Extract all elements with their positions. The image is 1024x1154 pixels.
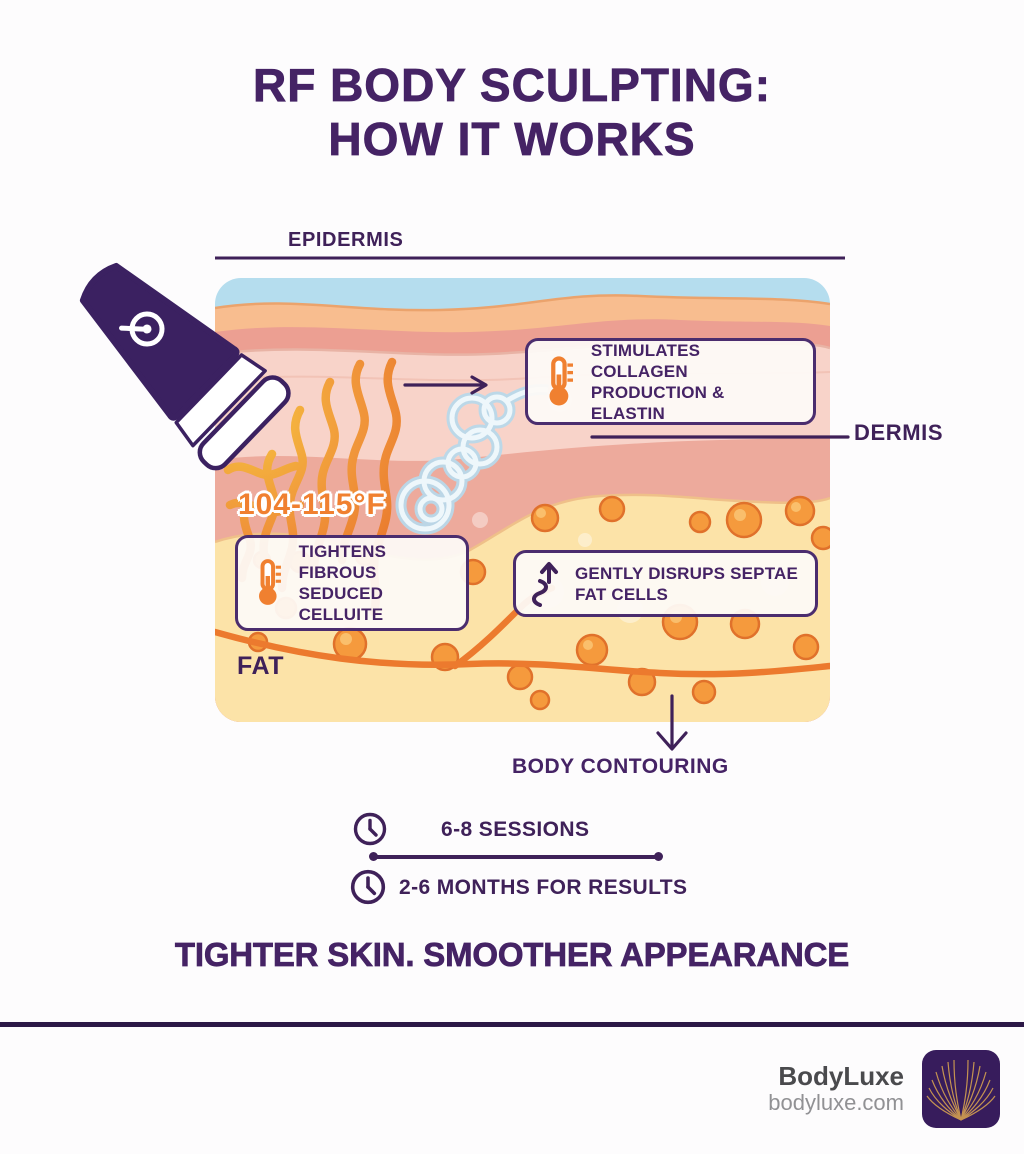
footer-divider [0, 1022, 1024, 1027]
fat-cell-highlights [340, 502, 801, 650]
wings-logo-icon [922, 1050, 1000, 1128]
callout-collagen-text: STIMULATES COLLAGEN PRODUCTION & ELASTIN [591, 340, 801, 424]
annotation-arrows [403, 375, 850, 751]
timeline-divider [369, 852, 663, 861]
temperature-label: 104-115°F [238, 488, 386, 521]
callout-collagen-line2: PRODUCTION & [590, 382, 725, 402]
callout-cellulite-line3: CELLUITE [298, 605, 384, 624]
callout-septae-line2: FAT CELLS [575, 584, 669, 604]
collagen-fibers [395, 384, 549, 535]
dermis-label: DERMIS [854, 420, 944, 445]
rf-device [79, 262, 291, 471]
thermometer-icon [549, 355, 574, 405]
clock-icon [350, 869, 386, 905]
brand-website: bodyluxe.com [768, 1090, 904, 1115]
wave-arrow-up-icon [532, 561, 558, 607]
callout-collagen: STIMULATES COLLAGEN PRODUCTION & ELASTIN [525, 338, 816, 425]
results-label: 2-6 MONTHS FOR RESULTS [399, 876, 688, 899]
tagline: TIGHTER SKIN. SMOOTHER APPEARANCE [174, 936, 850, 974]
title-line-1: RF BODY SCULPTING: [252, 59, 772, 112]
page-title: RF BODY SCULPTING: HOW IT WORKS [0, 58, 1024, 166]
skin-cross-section-illustration [79, 256, 850, 751]
callout-septae-line1: GENTLY DISRUPS SEPTAE [575, 563, 799, 583]
brand-block: BodyLuxe bodyluxe.com [768, 1062, 904, 1116]
sessions-label: 6-8 SESSIONS [441, 818, 590, 841]
power-icon [119, 311, 165, 347]
callout-septae: GENTLY DISRUPS SEPTAE FAT CELLS [513, 550, 818, 617]
epidermis-label: EPIDERMIS [288, 229, 404, 251]
arrow-to-collagen-box [403, 375, 488, 395]
brand-name: BodyLuxe [778, 1061, 904, 1091]
callout-collagen-line1: STIMULATES COLLAGEN [590, 340, 701, 381]
callout-cellulite-line1: TIGHTENS [298, 542, 387, 561]
callout-cellulite-text: TIGHTENS FIBROUS SEDUCED CELLUITE [299, 541, 454, 625]
title-line-2: HOW IT WORKS [328, 113, 696, 166]
thermometer-icon [259, 559, 281, 605]
callout-cellulite: TIGHTENS FIBROUS SEDUCED CELLUITE [235, 535, 469, 631]
clock-icon [353, 812, 387, 846]
body-contouring-label: BODY CONTOURING [512, 755, 729, 778]
callout-septae-text: GENTLY DISRUPS SEPTAE FAT CELLS [575, 563, 798, 605]
footer: BodyLuxe bodyluxe.com [768, 1050, 1000, 1128]
arrow-body-contouring [656, 694, 688, 751]
callout-collagen-line3: ELASTIN [590, 403, 665, 423]
fat-label: FAT [237, 652, 285, 680]
callout-cellulite-line2: FIBROUS SEDUCED [298, 563, 384, 603]
